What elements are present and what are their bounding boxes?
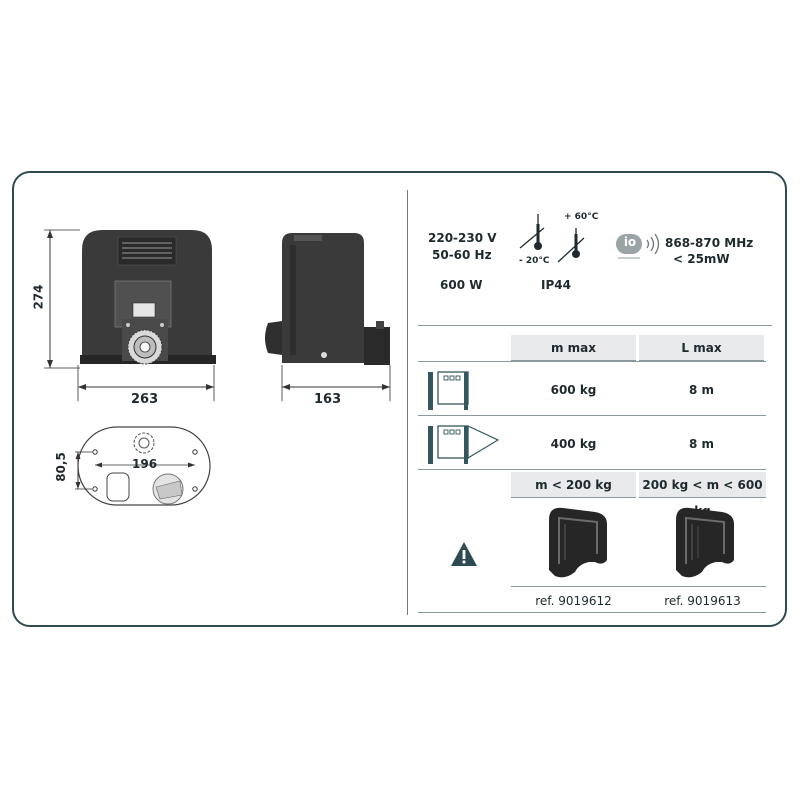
row2-mmax: 400 kg xyxy=(550,437,597,451)
warning-icon xyxy=(451,542,477,566)
row1-mmax: 600 kg xyxy=(550,383,597,397)
motor-front-view xyxy=(80,230,216,365)
rack-header-light: m < 200 kg xyxy=(511,472,636,498)
radio-frequency-text: 868-870 MHz xyxy=(665,236,754,250)
thermometer-icon xyxy=(519,214,585,263)
min-temp-text: - 20°C xyxy=(519,256,550,266)
voltage-text: 220-230 V xyxy=(428,231,497,245)
ip-rating-text: IP44 xyxy=(541,278,571,292)
height-dimension: 274 xyxy=(31,284,46,310)
power-text: 600 W xyxy=(440,278,483,292)
rack-image-light xyxy=(549,507,607,578)
side-depth-dimension: 163 xyxy=(314,392,342,407)
specs-separator xyxy=(418,325,772,326)
sliding-gate-icon xyxy=(428,371,469,410)
rack-image-heavy xyxy=(676,507,734,578)
header-lmax: L max xyxy=(639,335,764,361)
spec-card xyxy=(12,171,787,627)
rack-header-heavy: 200 kg < m < 600 kg xyxy=(639,472,766,518)
radio-power-text: < 25mW xyxy=(673,252,730,266)
rack-ref-light: ref. 9019612 xyxy=(535,594,612,608)
row2-lmax: 8 m xyxy=(688,437,715,451)
cantilever-gate-icon xyxy=(428,425,500,464)
io-label: io xyxy=(623,235,637,249)
base-height-dimension: 80,5 xyxy=(53,452,68,482)
io-logo xyxy=(616,233,660,259)
motor-side-view xyxy=(265,233,390,365)
row1-lmax: 8 m xyxy=(688,383,715,397)
max-temp-text: + 60°C xyxy=(564,212,599,222)
rack-ref-heavy: ref. 9019613 xyxy=(664,594,741,608)
base-width-dimension: 196 xyxy=(132,457,158,471)
frequency-text: 50-60 Hz xyxy=(432,248,492,262)
mounting-base-plate xyxy=(77,426,211,506)
front-width-dimension: 263 xyxy=(131,392,159,407)
section-divider xyxy=(407,190,408,615)
technical-drawings xyxy=(44,229,391,506)
header-mmax: m max xyxy=(511,335,636,361)
